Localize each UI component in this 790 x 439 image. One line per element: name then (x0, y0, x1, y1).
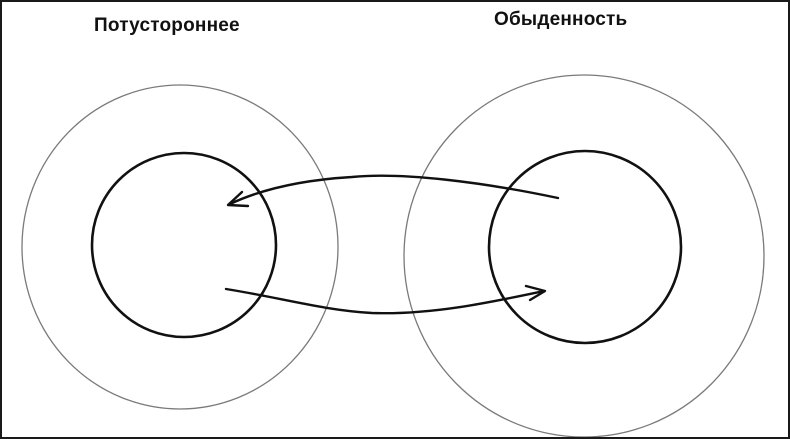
arrow-right-to-left (226, 174, 560, 208)
left-inner-circle (90, 151, 278, 339)
right-outer-circle (403, 74, 765, 437)
right-inner-circle (487, 149, 683, 345)
label-everyday: Обыденность (494, 9, 628, 30)
label-otherworldly: Потустороннее (94, 15, 240, 36)
arrowhead-left-icon (226, 190, 250, 208)
left-outer-circle (21, 84, 339, 410)
arrowhead-right-icon (524, 284, 547, 302)
arrow-left-to-right (224, 284, 547, 315)
